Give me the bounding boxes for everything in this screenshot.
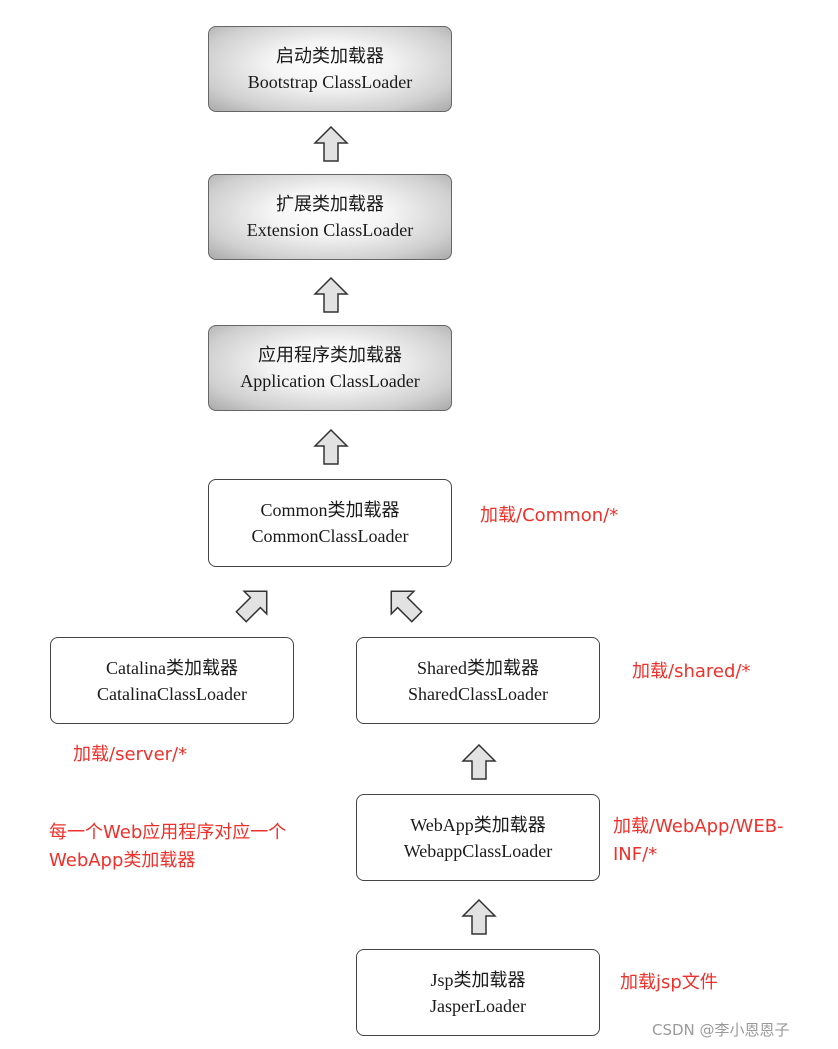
- application-classloader-box: 应用程序类加载器 Application ClassLoader: [208, 325, 452, 411]
- webapp-name-cn: WebApp类加载器: [410, 814, 546, 835]
- note-per-webapp: 每一个Web应用程序对应一个 WebApp类加载器: [49, 819, 286, 875]
- note-webapp-path-line1: 加载/WebApp/WEB-: [613, 816, 784, 837]
- jsp-name-en: JasperLoader: [430, 995, 526, 1016]
- bootstrap-classloader-box: 启动类加载器 Bootstrap ClassLoader: [208, 26, 452, 112]
- note-per-webapp-line1: 每一个Web应用程序对应一个: [49, 822, 287, 843]
- catalina-name-en: CatalinaClassLoader: [97, 683, 247, 704]
- extension-name-cn: 扩展类加载器: [276, 194, 384, 214]
- catalina-name-cn: Catalina类加载器: [106, 657, 238, 678]
- extension-name-en: Extension ClassLoader: [246, 220, 414, 240]
- arrow-diagonal-shared-to-common: [390, 590, 423, 623]
- note-jsp-files: 加载jsp文件: [620, 972, 718, 993]
- extension-classloader-box: 扩展类加载器 Extension ClassLoader: [208, 174, 452, 260]
- application-name-en: Application ClassLoader: [240, 371, 420, 391]
- application-name-cn: 应用程序类加载器: [258, 345, 402, 365]
- bootstrap-name-cn: 启动类加载器: [276, 46, 384, 66]
- common-classloader-box: Common类加载器 CommonClassLoader: [208, 479, 452, 567]
- note-webapp-path-line2: INF/*: [613, 844, 658, 865]
- webapp-classloader-box: WebApp类加载器 WebappClassLoader: [356, 794, 600, 881]
- common-name-en: CommonClassLoader: [251, 526, 409, 546]
- shared-classloader-box: Shared类加载器 SharedClassLoader: [356, 637, 600, 724]
- shared-name-cn: Shared类加载器: [417, 657, 539, 678]
- note-webapp-path: 加载/WebApp/WEB- INF/*: [613, 813, 784, 869]
- note-common-path: 加载/Common/*: [480, 505, 619, 526]
- webapp-name-en: WebappClassLoader: [403, 840, 553, 861]
- arrow-up-jsp-to-webapp: [461, 899, 497, 935]
- common-name-cn: Common类加载器: [260, 500, 400, 520]
- bootstrap-name-en: Bootstrap ClassLoader: [247, 72, 413, 92]
- jsp-name-cn: Jsp类加载器: [430, 969, 526, 990]
- note-server-path: 加载/server/*: [73, 744, 188, 765]
- catalina-classloader-box: Catalina类加载器 CatalinaClassLoader: [50, 637, 294, 724]
- shared-name-en: SharedClassLoader: [408, 683, 548, 704]
- arrow-up-webapp-to-shared: [461, 744, 497, 780]
- arrow-up-common-to-application: [313, 429, 349, 465]
- arrow-up-application-to-extension: [313, 277, 349, 313]
- arrow-diagonal-catalina-to-common: [235, 590, 268, 623]
- csdn-watermark: CSDN @李小恩恩子: [652, 1021, 790, 1039]
- note-per-webapp-line2: WebApp类加载器: [49, 850, 196, 871]
- arrow-up-extension-to-bootstrap: [313, 126, 349, 162]
- jsp-classloader-box: Jsp类加载器 JasperLoader: [356, 949, 600, 1036]
- note-shared-path: 加载/shared/*: [632, 661, 751, 682]
